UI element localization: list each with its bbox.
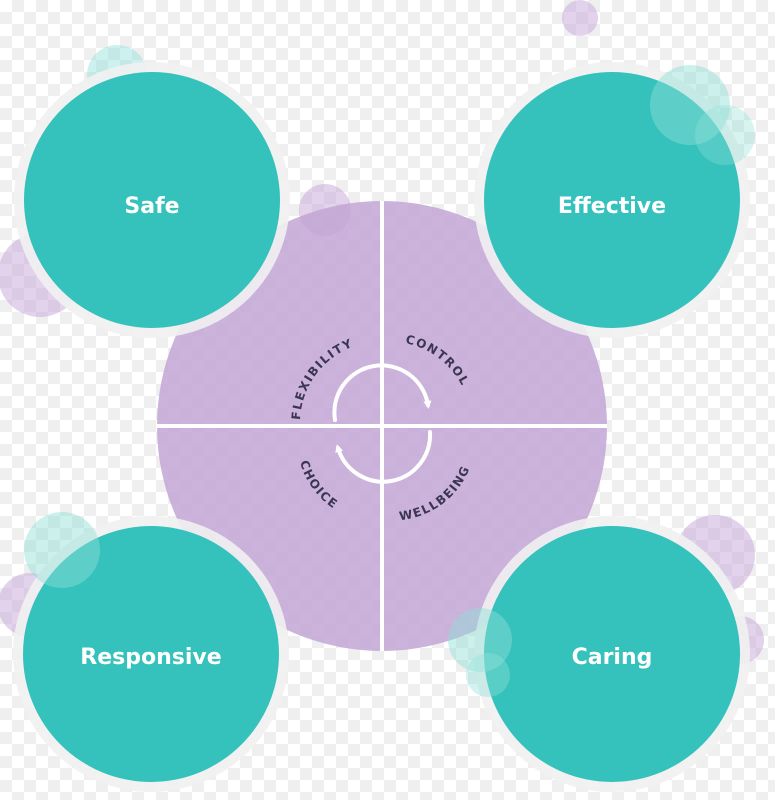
bubble	[466, 653, 510, 697]
node-label-effective: Effective	[558, 194, 666, 219]
bubble	[562, 0, 598, 36]
node-effective: Effective	[474, 62, 750, 338]
bubble	[24, 512, 100, 588]
node-label-responsive: Responsive	[80, 645, 221, 670]
bubble	[650, 65, 730, 145]
node-responsive: Responsive	[13, 516, 289, 792]
foreground-bubbles	[24, 65, 755, 697]
center-circle	[157, 201, 607, 651]
node-caring: Caring	[474, 516, 750, 792]
bubble	[695, 105, 755, 165]
bubble	[448, 608, 512, 672]
node-safe: Safe	[14, 62, 290, 338]
node-label-caring: Caring	[572, 645, 653, 670]
cycle-arrows-icon	[332, 363, 433, 484]
node-label-safe: Safe	[124, 194, 179, 219]
